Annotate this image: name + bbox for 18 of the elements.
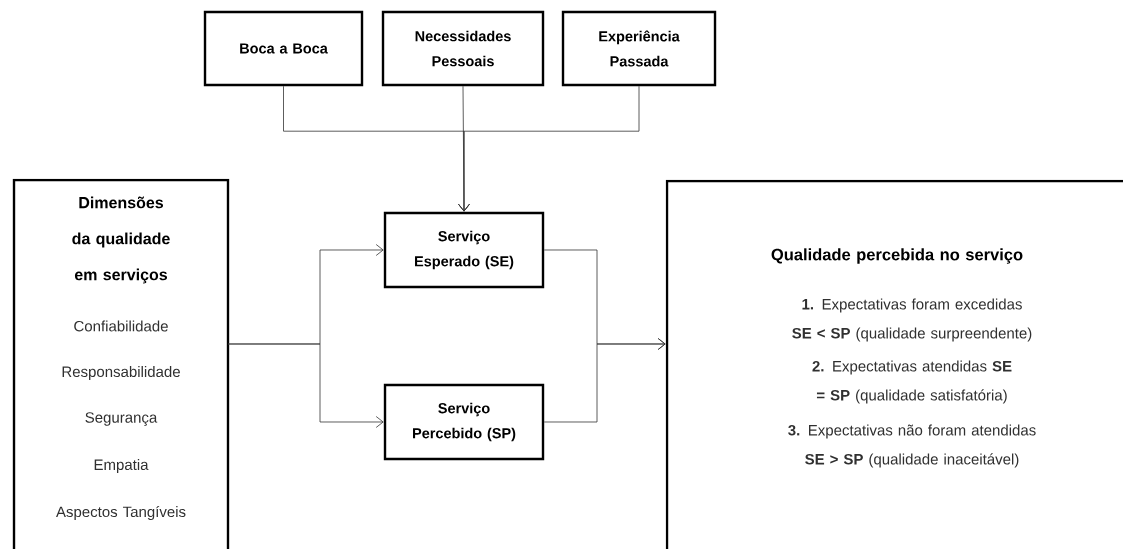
list-item: Aspectos Tangíveis <box>56 505 186 521</box>
list-item: Confiabilidade <box>74 320 168 332</box>
list-item: Segurança <box>85 412 158 426</box>
text-box: Serviço Percebido (SP) <box>383 383 545 461</box>
text-box: Boca a Boca <box>203 10 364 87</box>
text-box: Experiência Passada <box>561 10 717 87</box>
list-item: 3. Expectativas não foram atendidas SE > SP (qualidade inaceitável) <box>788 424 1036 468</box>
arrow <box>458 85 640 212</box>
list-item: Responsabilidade <box>62 366 180 380</box>
list-item: Empatia <box>94 459 149 473</box>
list-item: 2. Expectativas atendidas SE = SP (qualidade satisfatória) <box>812 360 1012 404</box>
panel-heading: Dimensões da qualidade em serviços <box>72 196 170 284</box>
text-box: Serviço Esperado (SE) <box>383 211 545 289</box>
text-box: Necessidades Pessoais <box>381 10 545 87</box>
arrow <box>543 338 666 423</box>
panel-heading: Qualidade percebida no serviço <box>771 248 1023 264</box>
list-item: 1. Expectativas foram excedidas SE < SP (qualidade surpreendente) <box>792 298 1032 342</box>
arrow <box>227 343 384 428</box>
